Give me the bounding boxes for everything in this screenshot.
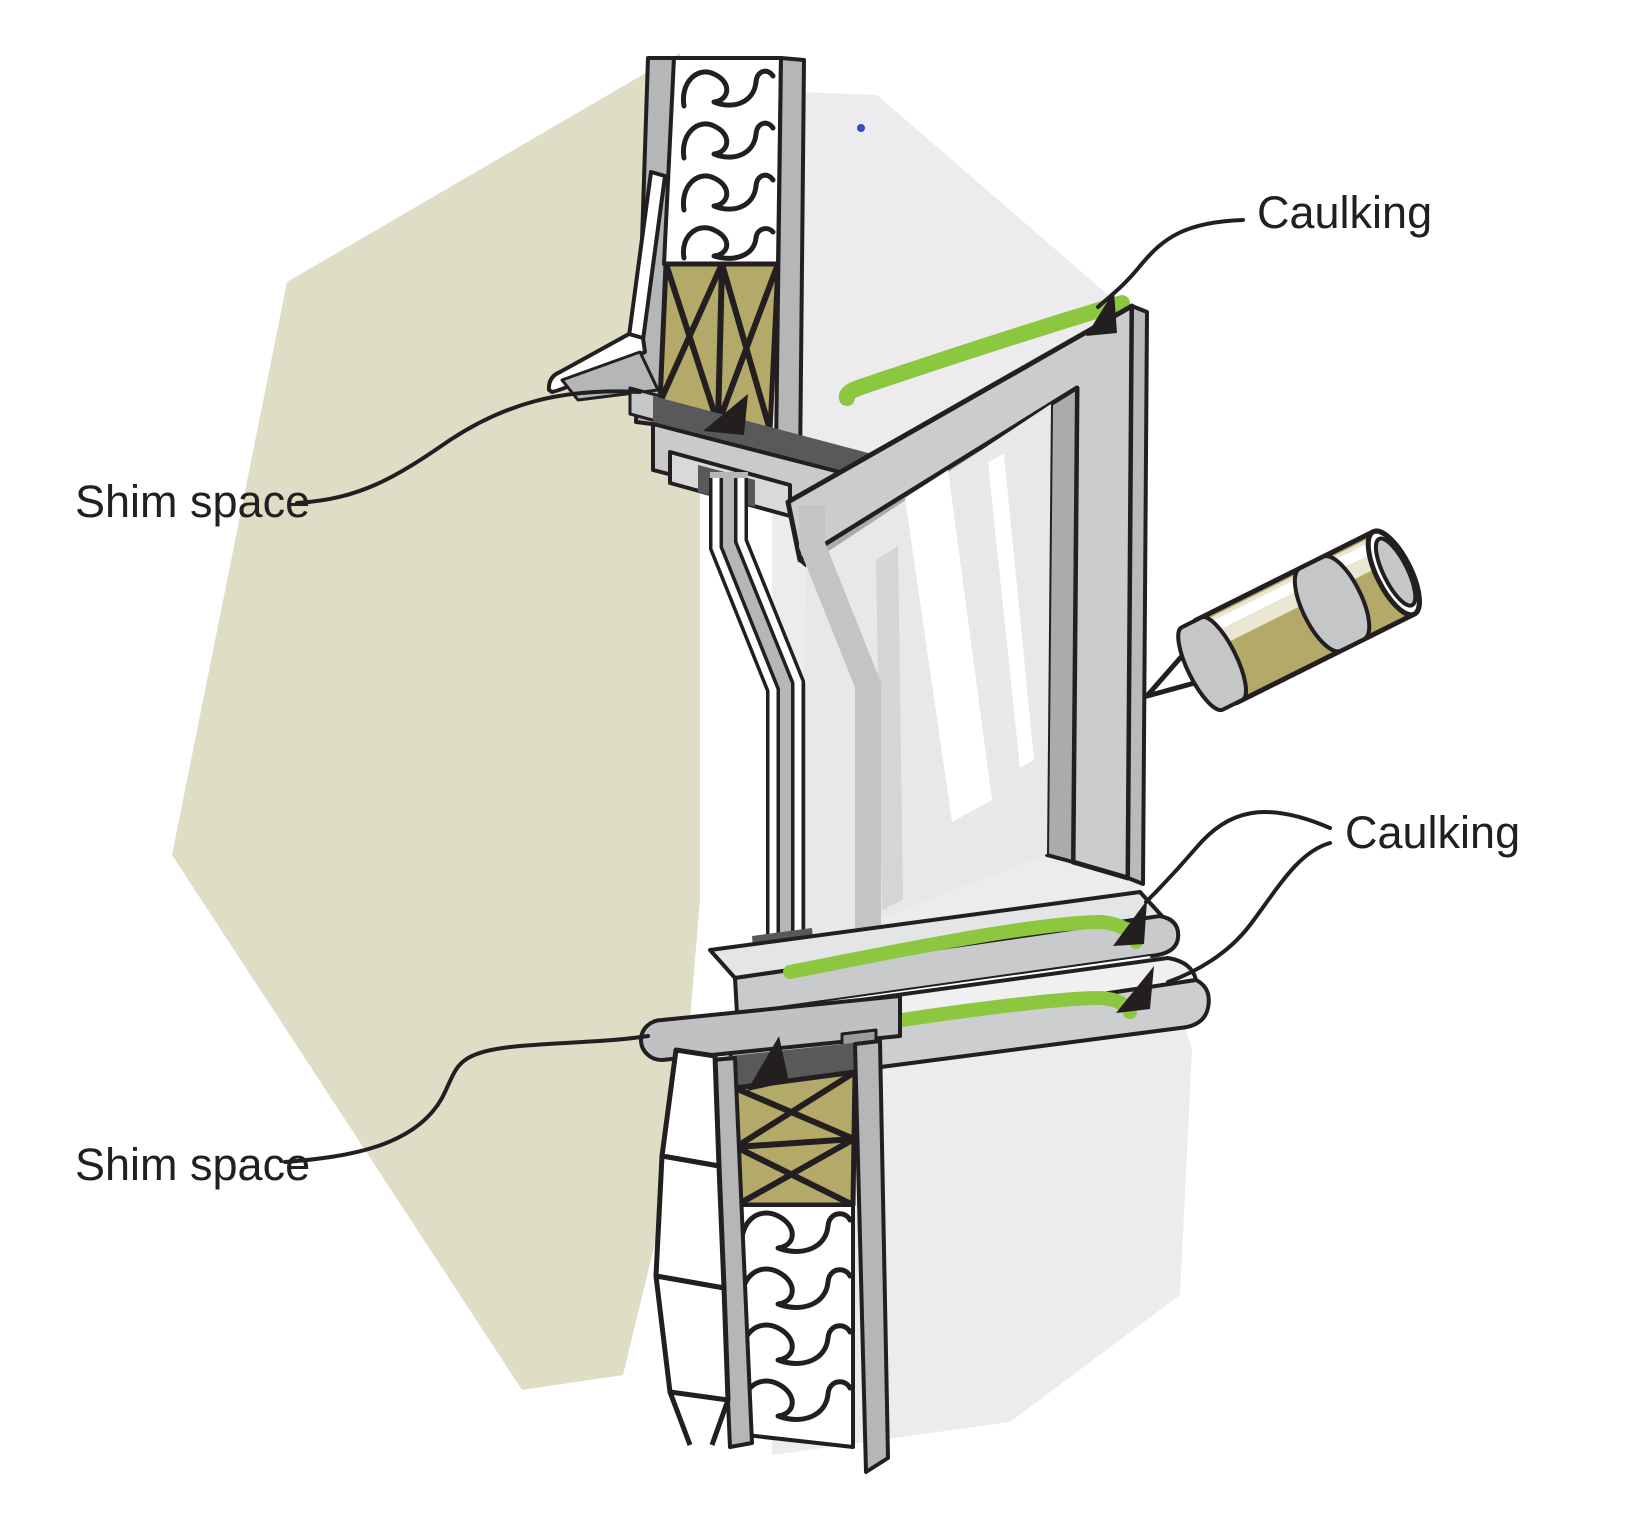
blocking-x-bracing-bottom <box>733 1069 857 1208</box>
arrow-caulking-apron <box>1116 966 1154 1013</box>
arrow-shim-bottom <box>747 1036 789 1091</box>
leader-caulking-right-a <box>1144 809 1332 904</box>
bottom-wall-section <box>639 994 902 1474</box>
leader-shim-top <box>295 389 642 505</box>
leader-caulking-top <box>1096 218 1245 309</box>
caulk-bead-head <box>838 295 1130 406</box>
flashing-strip-right <box>737 478 802 950</box>
caulk-tube-mid-ring <box>1292 554 1372 654</box>
shim-gap-bottom <box>712 1042 862 1088</box>
caulk-tube-end-cap <box>1373 536 1418 608</box>
label-caulking-right: Caulking <box>1345 807 1520 858</box>
caulk-tube-front-ring <box>1176 615 1248 713</box>
sill-front-face <box>733 914 1181 1016</box>
top-sheathing-right <box>774 56 806 472</box>
arrow-caulking-sill <box>1113 900 1147 946</box>
blocking-x-bracing-top <box>657 262 781 431</box>
arrow-caulking-top <box>1086 291 1117 336</box>
jamb-flashing-core <box>710 472 806 950</box>
caulk-tube <box>1144 528 1422 713</box>
glass-streak-2 <box>988 454 1034 768</box>
batt-insulation-squiggles-bottom <box>739 1210 853 1423</box>
caulk-bead-sill <box>783 915 1143 979</box>
glass-shade-left <box>876 546 903 910</box>
label-shim-space-bottom: Shim space <box>75 1139 310 1190</box>
label-shim-space-top: Shim space <box>75 476 310 527</box>
siding-board <box>653 1273 731 1403</box>
glass-streak-1 <box>905 470 992 822</box>
arrowheads <box>703 291 1154 1091</box>
flashing-strip-left <box>712 478 777 950</box>
siding-board <box>653 1153 727 1291</box>
blue-dot <box>857 124 865 132</box>
leader-shim-bottom <box>283 1034 650 1164</box>
leader-lines <box>283 218 1332 1164</box>
jamb-flashing-gray-band <box>799 505 881 945</box>
jamb-flashing <box>709 472 881 950</box>
arrow-shim-top <box>703 394 748 435</box>
siding-clapboards <box>653 1047 731 1446</box>
leader-caulking-right-b <box>1166 841 1332 984</box>
batt-insulation-squiggles-top <box>680 68 776 261</box>
frame-right-face <box>1126 304 1149 886</box>
bottom-sheathing-right <box>853 1039 890 1474</box>
label-caulking-top: Caulking <box>1257 187 1432 238</box>
sill-plate <box>639 994 902 1062</box>
